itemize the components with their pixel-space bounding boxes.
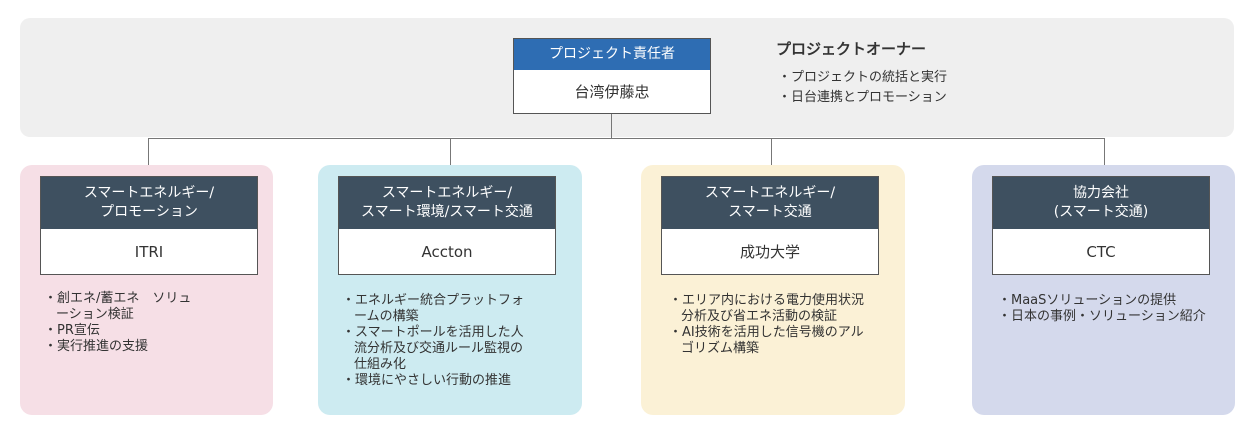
task-item: ・MaaSソリューションの提供 (998, 293, 1177, 308)
lead-header: プロジェクト責任者 (514, 39, 710, 70)
task-item: ・実行推進の支援 (44, 339, 149, 354)
member-box: スマートエネルギー/ スマート交通 成功大学 (661, 176, 879, 275)
connector-horizontal (148, 138, 1105, 139)
member-header-line1: スマートエネルギー/ (381, 185, 513, 201)
owner-item: ・日台連携とプロモーション (778, 90, 947, 105)
connector-drop-ctc (1104, 138, 1105, 165)
member-name: 成功大学 (739, 243, 800, 261)
member-name: Accton (421, 242, 473, 261)
member-header-line2: スマート交通 (728, 204, 812, 220)
member-tasks: ・エリア内における電力使用状況分析及び省エネ活動の検証 ・AI技術を活用した信号… (669, 293, 869, 357)
member-card-itri: スマートエネルギー/ プロモーション ITRI ・創エネ/蓄エネ ソリューション… (20, 165, 273, 415)
member-header-line2: (スマート交通) (1053, 204, 1149, 220)
member-tasks: ・MaaSソリューションの提供 ・日本の事例・ソリューション紹介 (998, 293, 1218, 325)
task-item: ・スマートポールを活用した人流分析及び交通ルール監視の仕組み化 (342, 325, 524, 372)
connector-drop-accton (450, 138, 451, 165)
member-header-line1: スマートエネルギー/ (83, 185, 215, 201)
member-header: スマートエネルギー/ スマート環境/スマート交通 (339, 177, 555, 229)
connector-vertical-lead (611, 114, 612, 139)
task-item: ・エネルギー統合プラットフォームの構築 (342, 293, 525, 324)
member-card-accton: スマートエネルギー/ スマート環境/スマート交通 Accton ・エネルギー統合… (318, 165, 582, 415)
member-box: スマートエネルギー/ スマート環境/スマート交通 Accton (338, 176, 556, 275)
task-item: ・エリア内における電力使用状況分析及び省エネ活動の検証 (669, 293, 865, 324)
member-tasks: ・創エネ/蓄エネ ソリューション検証 ・PR宣伝 ・実行推進の支援 (44, 291, 194, 355)
owner-item: ・プロジェクトの統括と実行 (778, 70, 948, 85)
member-tasks: ・エネルギー統合プラットフォームの構築 ・スマートポールを活用した人流分析及び交… (342, 293, 532, 389)
member-name: ITRI (134, 242, 164, 261)
member-card-ncku: スマートエネルギー/ スマート交通 成功大学 ・エリア内における電力使用状況分析… (641, 165, 905, 415)
member-card-ctc: 協力会社 (スマート交通) CTC ・MaaSソリューションの提供 ・日本の事例… (972, 165, 1235, 415)
connector-drop-ncku (771, 138, 772, 165)
member-header-line2: プロモーション (100, 204, 198, 220)
task-item: ・AI技術を活用した信号機のアルゴリズム構築 (669, 325, 864, 356)
member-header-line1: 協力会社 (1073, 185, 1129, 201)
owner-list: ・プロジェクトの統括と実行 ・日台連携とプロモーション (778, 68, 947, 108)
member-header: 協力会社 (スマート交通) (993, 177, 1209, 229)
lead-name: 台湾伊藤忠 (574, 83, 650, 101)
owner-title: プロジェクトオーナー (776, 40, 927, 58)
task-item: ・創エネ/蓄エネ ソリューション検証 (44, 291, 192, 322)
task-item: ・PR宣伝 (44, 323, 100, 338)
member-header-line2: スマート環境/スマート交通 (361, 204, 533, 220)
connector-drop-itri (148, 138, 149, 165)
member-name: CTC (1086, 242, 1116, 261)
member-header: スマートエネルギー/ スマート交通 (662, 177, 878, 229)
member-header: スマートエネルギー/ プロモーション (41, 177, 257, 229)
task-item: ・日本の事例・ソリューション紹介 (998, 309, 1206, 324)
member-box: スマートエネルギー/ プロモーション ITRI (40, 176, 258, 275)
task-item: ・環境にやさしい行動の推進 (342, 373, 512, 388)
member-header-line1: スマートエネルギー/ (704, 185, 836, 201)
member-box: 協力会社 (スマート交通) CTC (992, 176, 1210, 275)
lead-box: プロジェクト責任者 台湾伊藤忠 (513, 38, 711, 114)
